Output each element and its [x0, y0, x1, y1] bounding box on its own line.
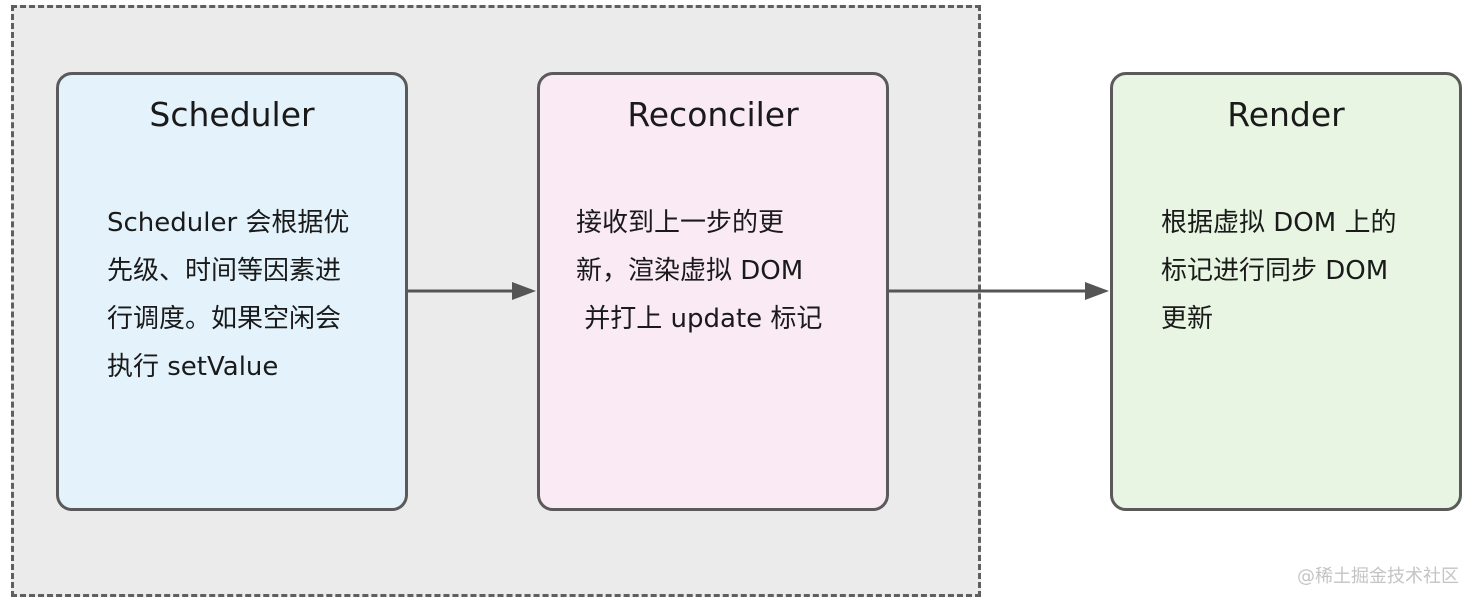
render-node: Render 根据虚拟 DOM 上的 标记进行同步 DOM 更新 — [1110, 72, 1462, 511]
render-description: 根据虚拟 DOM 上的 标记进行同步 DOM 更新 — [1161, 208, 1397, 334]
reconciler-title: Reconciler — [627, 95, 799, 134]
reconciler-description: 接收到上一步的更 新，渲染虚拟 DOM 并打上 update 标记 — [576, 208, 823, 334]
scheduler-description: Scheduler 会根据优 先级、时间等因素进 行调度。如果空闲会 执行 se… — [107, 208, 350, 382]
watermark: @稀土掘金技术社区 — [1297, 566, 1459, 587]
render-title: Render — [1227, 95, 1345, 134]
reconciler-node: Reconciler 接收到上一步的更 新，渲染虚拟 DOM 并打上 updat… — [537, 72, 889, 511]
scheduler-node: Scheduler Scheduler 会根据优 先级、时间等因素进 行调度。如… — [56, 72, 408, 511]
scheduler-title: Scheduler — [149, 95, 315, 134]
arrowhead-icon — [1085, 282, 1109, 300]
